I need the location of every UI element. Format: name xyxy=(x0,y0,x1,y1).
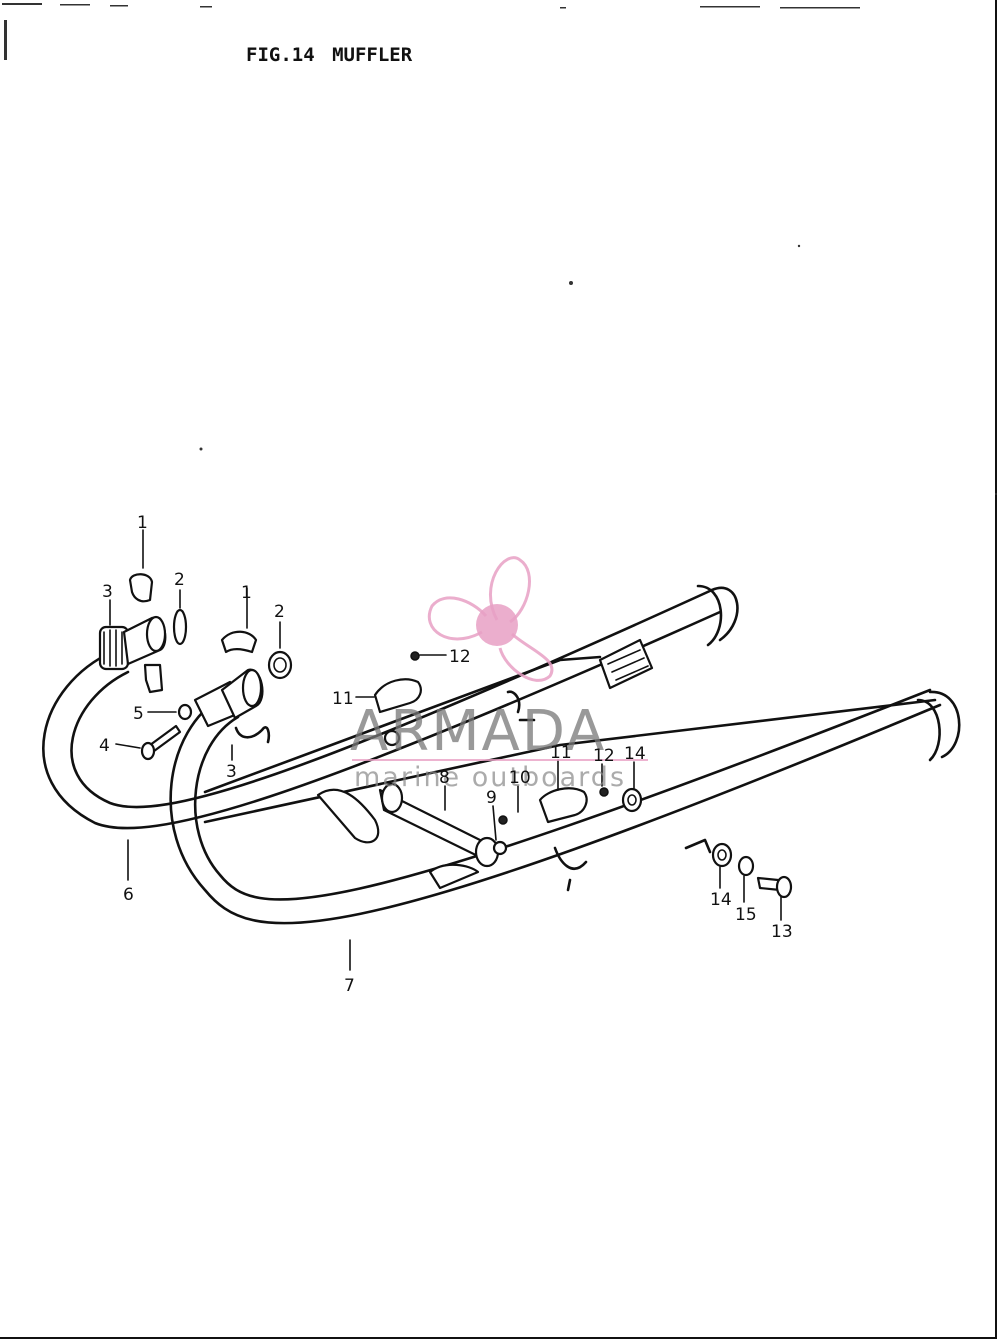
callout-label: 12 xyxy=(593,746,615,766)
bolt-4 xyxy=(140,703,193,761)
clamp-11-upper xyxy=(373,651,422,747)
propeller-icon xyxy=(428,556,554,682)
callout-label: 11 xyxy=(332,689,354,709)
watermark-brand: ARMADA xyxy=(350,699,606,764)
callout-label: 7 xyxy=(344,976,355,996)
flange-lower xyxy=(193,668,271,744)
callout-label: 13 xyxy=(771,922,793,942)
callout-label: 2 xyxy=(274,602,285,622)
watermark-tagline: marine outboards xyxy=(354,762,626,793)
callout-label: 3 xyxy=(102,582,113,602)
bracket-8 xyxy=(316,782,500,890)
callout-label: 10 xyxy=(509,768,531,788)
exhaust-pipe-upper xyxy=(42,584,739,830)
propeller-hub xyxy=(476,604,518,646)
callout-label: 12 xyxy=(449,647,471,667)
callout-label: 14 xyxy=(624,744,646,764)
callout-label: 4 xyxy=(99,736,110,756)
clamp-1-lower xyxy=(220,630,258,654)
callout-label: 2 xyxy=(174,570,185,590)
muffler-upper xyxy=(203,638,654,794)
clamp-1-upper xyxy=(128,573,164,694)
callout-label: 1 xyxy=(241,583,252,603)
callout-labels: 1 2 3 1 2 5 4 3 6 11 12 8 10 9 11 12 14 … xyxy=(99,513,793,996)
figure-title: FIG.14 MUFFLER xyxy=(246,44,413,66)
gasket-2-upper xyxy=(172,608,188,646)
callout-label: 14 xyxy=(710,890,732,910)
leader-lines xyxy=(109,529,782,971)
callout-label: 15 xyxy=(735,905,757,925)
callout-label: 3 xyxy=(226,762,237,782)
scan-noise xyxy=(2,3,997,495)
callout-label: 11 xyxy=(550,743,572,763)
exhaust-pipe-lower xyxy=(169,688,961,925)
hardware-13-14-15 xyxy=(621,787,793,899)
callout-label: 1 xyxy=(137,513,148,533)
clamp-11-lower xyxy=(538,787,609,892)
callout-label: 9 xyxy=(486,788,497,808)
callout-label: 8 xyxy=(439,768,450,788)
callout-label: 6 xyxy=(123,885,134,905)
gasket-2-lower xyxy=(267,650,293,680)
callout-label: 5 xyxy=(133,704,144,724)
armada-watermark: ARMADA marine outboards xyxy=(350,556,648,793)
bolt-9-10 xyxy=(492,815,508,856)
flange-upper xyxy=(98,615,167,671)
